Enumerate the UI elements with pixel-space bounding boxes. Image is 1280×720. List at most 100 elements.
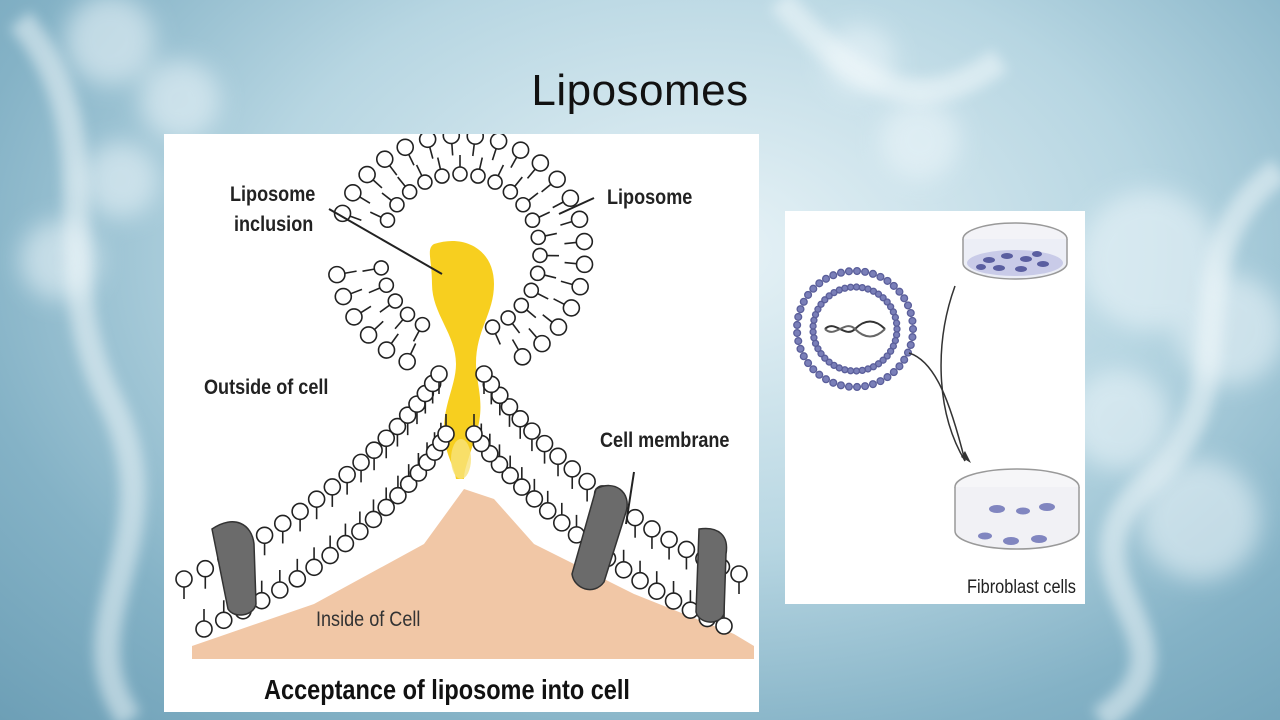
lipid-head	[418, 130, 437, 149]
lipid-head	[377, 498, 395, 517]
ring-lipid-head	[821, 354, 829, 362]
lipid-head	[401, 184, 418, 200]
lipid-head	[307, 490, 326, 509]
cytoplasm-region	[192, 489, 754, 659]
lipid-head	[643, 520, 661, 538]
lipid-head	[414, 316, 431, 333]
ring-lipid-head	[841, 284, 849, 292]
lipid-head	[524, 212, 541, 228]
arrow-dish-to-dish	[940, 285, 966, 462]
lipid-head	[513, 478, 531, 496]
lipid-head	[399, 475, 418, 493]
fusion-illustration	[175, 126, 754, 659]
ring-lipid-head	[900, 355, 909, 364]
arrow-liposome-to-dish	[908, 352, 966, 462]
lipid-head	[437, 425, 455, 443]
lipid-head	[529, 265, 546, 282]
liposome-fusion-diagram: Liposome inclusion Liposome Outside of c…	[164, 126, 759, 712]
ring-lipid-head	[903, 301, 913, 310]
lipid-head	[417, 174, 433, 190]
lipid-head	[562, 299, 581, 317]
lipid-head	[378, 277, 395, 294]
ring-lipid-head	[793, 320, 802, 330]
ring-lipid-head	[793, 328, 802, 338]
ring-lipid-head	[886, 347, 895, 355]
label-liposome-inclusion-2: inclusion	[234, 213, 314, 236]
lipid-head	[195, 620, 213, 638]
ring-lipid-head	[906, 308, 915, 318]
lipid-head	[513, 297, 530, 314]
lipid-head	[549, 447, 567, 466]
lipid-head	[305, 558, 323, 577]
lipid-head	[338, 465, 356, 484]
lipid-head	[538, 502, 557, 520]
ring-lipid-head	[804, 359, 813, 368]
lipid-head	[548, 170, 566, 189]
lipid-head	[664, 592, 683, 610]
lipid-head	[396, 138, 415, 157]
lipid-head	[196, 559, 215, 578]
lipid-head	[715, 617, 733, 635]
ring-lipid-head	[900, 294, 909, 303]
ring-lipid-head	[895, 287, 904, 296]
lipid-head	[525, 490, 544, 508]
lipid-head	[614, 560, 633, 579]
lipid-head	[532, 247, 548, 264]
ring-lipid-head	[861, 382, 870, 391]
ring-lipid-head	[844, 267, 853, 276]
lipid-head	[470, 168, 486, 184]
transfection-illustration	[793, 222, 1080, 550]
lipid-head	[214, 611, 233, 630]
lipid-head	[359, 326, 378, 344]
lipid-head	[489, 132, 508, 150]
lipid-head	[388, 417, 407, 436]
lipid-head	[334, 287, 353, 306]
lipid-head	[465, 425, 483, 443]
ring-lipid-head	[829, 271, 838, 280]
ring-lipid-head	[852, 283, 861, 291]
membrane-protein-left	[211, 521, 257, 616]
ring-lipid-head	[879, 356, 887, 364]
lipid-head	[571, 277, 589, 296]
lipid-head	[475, 365, 493, 383]
lipid-head	[487, 174, 503, 190]
ring-lipid-head	[908, 333, 917, 342]
lipid-head	[336, 534, 355, 553]
lipid-head	[511, 141, 530, 159]
lipid-head	[398, 406, 417, 424]
lipid-head	[358, 165, 376, 184]
leader-line-liposome	[558, 197, 595, 215]
lipid-head	[530, 229, 547, 246]
lipid-head	[328, 265, 346, 284]
membrane-protein-middle	[571, 484, 628, 591]
lipid-head	[379, 212, 396, 228]
label-fibroblast-cells: Fibroblast cells	[967, 577, 1076, 598]
ring-lipid-head	[829, 378, 838, 387]
label-liposome: Liposome	[607, 186, 693, 209]
lipid-head	[273, 514, 292, 533]
ring-lipid-head	[836, 268, 846, 277]
ring-lipid-head	[836, 381, 846, 390]
slide-title: Liposomes	[531, 66, 749, 115]
lipid-head	[344, 184, 362, 202]
leader-line-inclusion	[328, 208, 443, 275]
lipid-head	[552, 514, 571, 532]
lipid-head	[434, 168, 450, 184]
lipid-head	[631, 571, 649, 590]
ring-lipid-head	[876, 272, 885, 281]
ring-lipid-head	[821, 296, 829, 304]
lipid-head	[321, 546, 339, 565]
lipid-head	[578, 472, 596, 491]
lipid-head	[352, 453, 370, 472]
arrow-head	[961, 451, 971, 463]
ring-lipid-head	[892, 331, 901, 339]
ring-lipid-head	[804, 290, 813, 299]
ring-lipid-head	[810, 334, 818, 342]
ring-lipid-head	[852, 266, 862, 276]
ring-lipid-head	[846, 367, 855, 375]
lipid-head	[575, 255, 594, 274]
ring-lipid-head	[796, 305, 805, 314]
lipid-head	[271, 581, 289, 599]
ring-lipid-head	[883, 352, 891, 360]
lipid-head	[345, 308, 363, 326]
